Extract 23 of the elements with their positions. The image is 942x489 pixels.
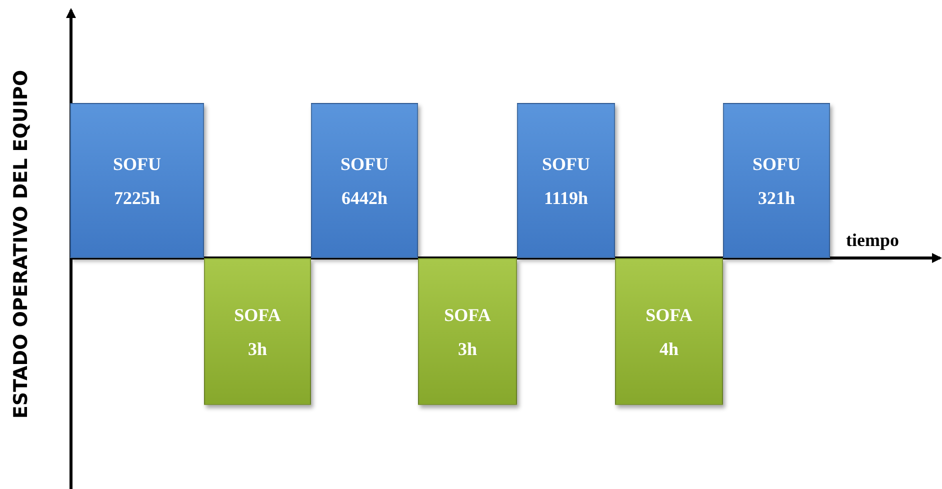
state-label: SOFU	[752, 154, 800, 174]
state-label: SOFA	[234, 304, 281, 324]
operating-bar	[723, 103, 830, 258]
state-label: SOFU	[340, 154, 388, 174]
failure-bar	[418, 258, 517, 405]
axis-title: ESTADO OPERATIVO DEL EQUIPO	[10, 70, 32, 419]
state-label: SOFU	[112, 154, 161, 174]
duration-label: 6442h	[341, 188, 388, 208]
state-label: SOFA	[646, 304, 692, 324]
failure-bar	[204, 258, 311, 405]
axis-title: tiempo	[846, 230, 899, 251]
state-label: SOFU	[542, 154, 590, 174]
duration-label: 1119h	[544, 188, 588, 208]
state-label: SOFA	[444, 304, 491, 324]
operating-bar	[311, 103, 418, 258]
duration-label: 3h	[248, 338, 267, 358]
operating-bar	[70, 103, 204, 258]
duration-label: 7225h	[114, 188, 160, 208]
failure-bar	[615, 258, 723, 405]
duration-label: 4h	[659, 338, 678, 358]
duration-label: 3h	[458, 338, 477, 358]
operating-bar	[517, 103, 615, 258]
duration-label: 321h	[758, 188, 795, 208]
